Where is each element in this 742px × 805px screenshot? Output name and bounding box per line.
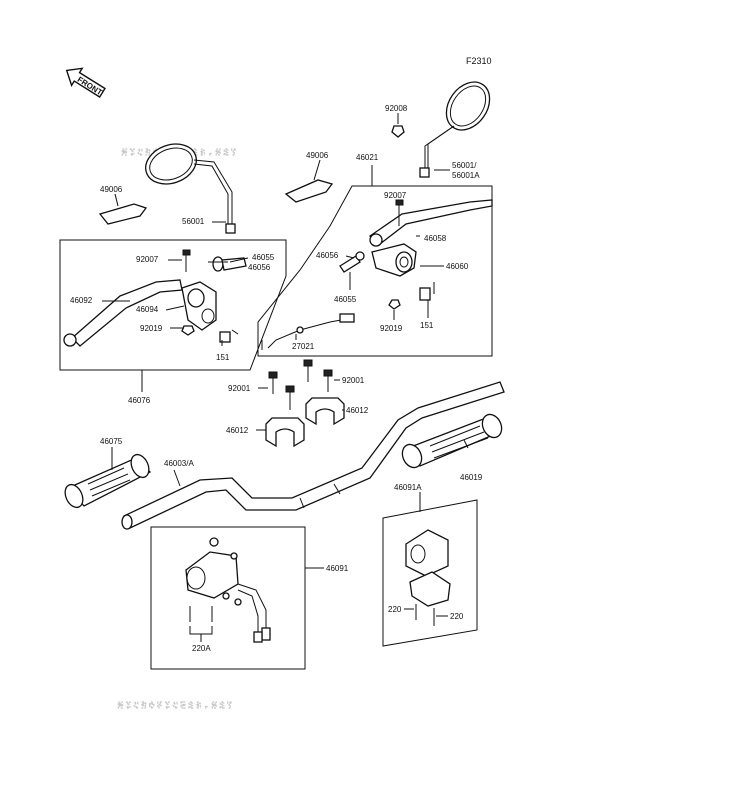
cap-92008 [391,125,405,138]
label-46092: 46092 [70,296,93,305]
left-switch-assembly [150,526,324,670]
label-151-right: 151 [420,321,434,330]
label-220a: 220A [192,644,211,653]
label-46058: 46058 [424,234,447,243]
label-46055-left: 46055 [252,253,275,262]
label-92007-right: 92007 [384,191,407,200]
label-46056-right: 46056 [316,251,339,260]
label-46094: 46094 [136,305,159,314]
label-46075: 46075 [100,437,123,446]
label-92019-right: 92019 [380,324,403,333]
figure-code: F2310 [466,56,492,66]
grip-left [64,453,152,509]
left-lever-assembly [59,239,287,392]
label-46060: 46060 [446,262,469,271]
label-56001a-top: 56001A [452,171,480,180]
label-46019: 46019 [460,473,483,482]
handlebar [121,381,505,530]
label-46012-right: 46012 [346,406,369,415]
grip-right [401,413,503,469]
label-46012-left: 46012 [226,426,249,435]
right-switch-assembly [382,492,478,647]
label-151-left: 151 [216,353,230,362]
label-27021: 27021 [292,342,315,351]
label-49006-left: 49006 [100,185,123,194]
cover-49006-left [98,203,148,225]
label-56001-top: 56001/ [452,161,477,170]
label-46003a: 46003/A [164,459,194,468]
label-92007-left: 92007 [136,255,159,264]
label-92001-right: 92001 [342,376,365,385]
front-arrow-icon: FRONT [65,67,106,98]
label-92019-left: 92019 [140,324,163,333]
label-46091: 46091 [326,564,349,573]
label-46076: 46076 [128,396,151,405]
label-220-right: 220 [450,612,464,621]
label-46055-right: 46055 [334,295,357,304]
right-lever-assembly [257,165,493,357]
label-49006-right: 49006 [306,151,329,160]
label-220-left: 220 [388,605,402,614]
label-92001-left: 92001 [228,384,251,393]
watermark-bottom: MICROFICHES.NET [118,701,235,710]
handlebar-clamps [265,359,345,448]
label-46091a: 46091A [394,483,422,492]
label-92008: 92008 [385,104,408,113]
cover-49006-right [284,179,334,203]
right-mirror [419,81,491,178]
label-56001-left: 56001 [182,217,205,226]
label-46021: 46021 [356,153,379,162]
leader-lines [102,169,469,617]
label-46056-left: 46056 [248,263,271,272]
left-mirror [145,143,236,234]
